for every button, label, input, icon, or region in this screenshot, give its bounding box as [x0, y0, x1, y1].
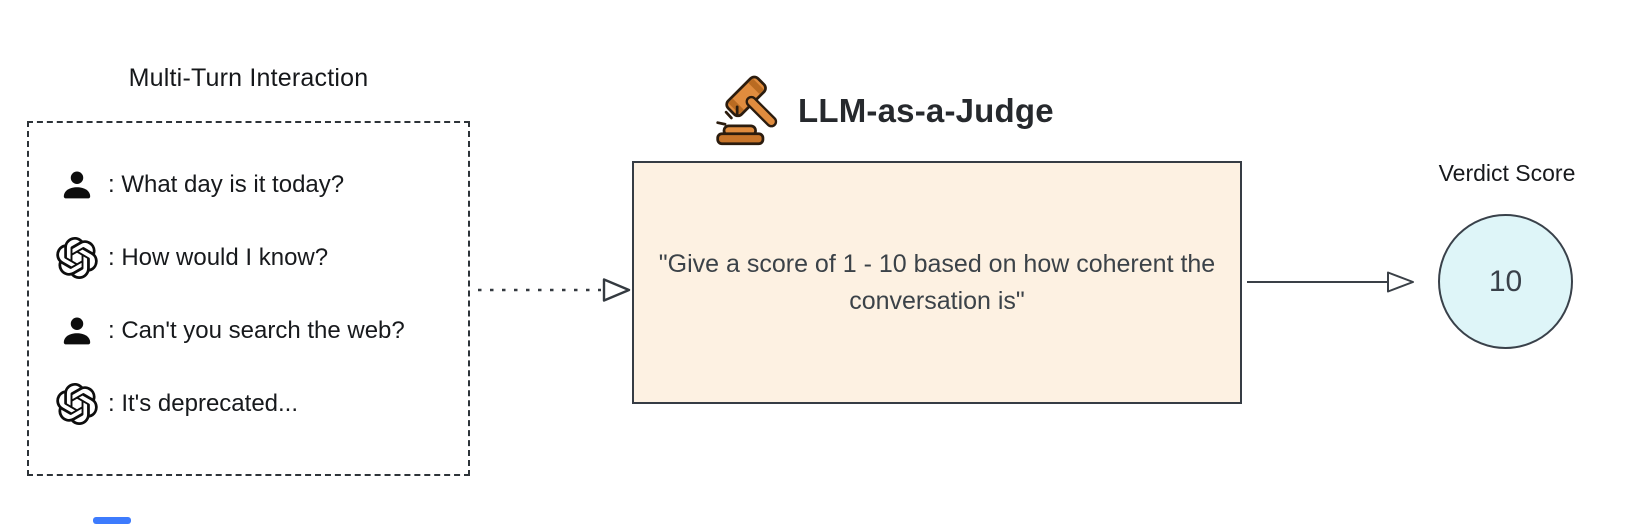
message-row-assistant-1: : How would I know? — [55, 236, 468, 280]
multi-turn-box: : What day is it today? : How would I kn… — [27, 121, 470, 476]
judge-box: "Give a score of 1 - 10 based on how coh… — [632, 161, 1242, 404]
message-row-user-2: : Can't you search the web? — [55, 309, 468, 353]
message-row-user-1: : What day is it today? — [55, 163, 468, 207]
openai-icon — [55, 237, 99, 279]
verdict-label: Verdict Score — [1438, 160, 1576, 186]
dashed-arrow — [478, 278, 631, 302]
judge-header: LLM-as-a-Judge — [704, 70, 1054, 152]
judge-prompt: "Give a score of 1 - 10 based on how coh… — [658, 250, 1216, 315]
openai-icon — [55, 383, 99, 425]
user-icon — [55, 168, 99, 202]
blue-marker — [93, 517, 131, 524]
message-text: : It's deprecated... — [108, 390, 299, 417]
message-text: : Can't you search the web? — [108, 317, 405, 344]
solid-arrow — [1247, 271, 1414, 293]
message-text: : How would I know? — [108, 244, 329, 271]
verdict-circle: 10 — [1438, 214, 1573, 349]
message-row-assistant-2: : It's deprecated... — [55, 382, 468, 426]
judge-title: LLM-as-a-Judge — [798, 92, 1054, 129]
verdict-score: 10 — [1488, 264, 1523, 298]
multi-turn-title: Multi-Turn Interaction — [128, 64, 369, 92]
user-icon — [55, 314, 99, 348]
gavel-icon — [704, 69, 784, 154]
message-text: : What day is it today? — [108, 171, 345, 198]
